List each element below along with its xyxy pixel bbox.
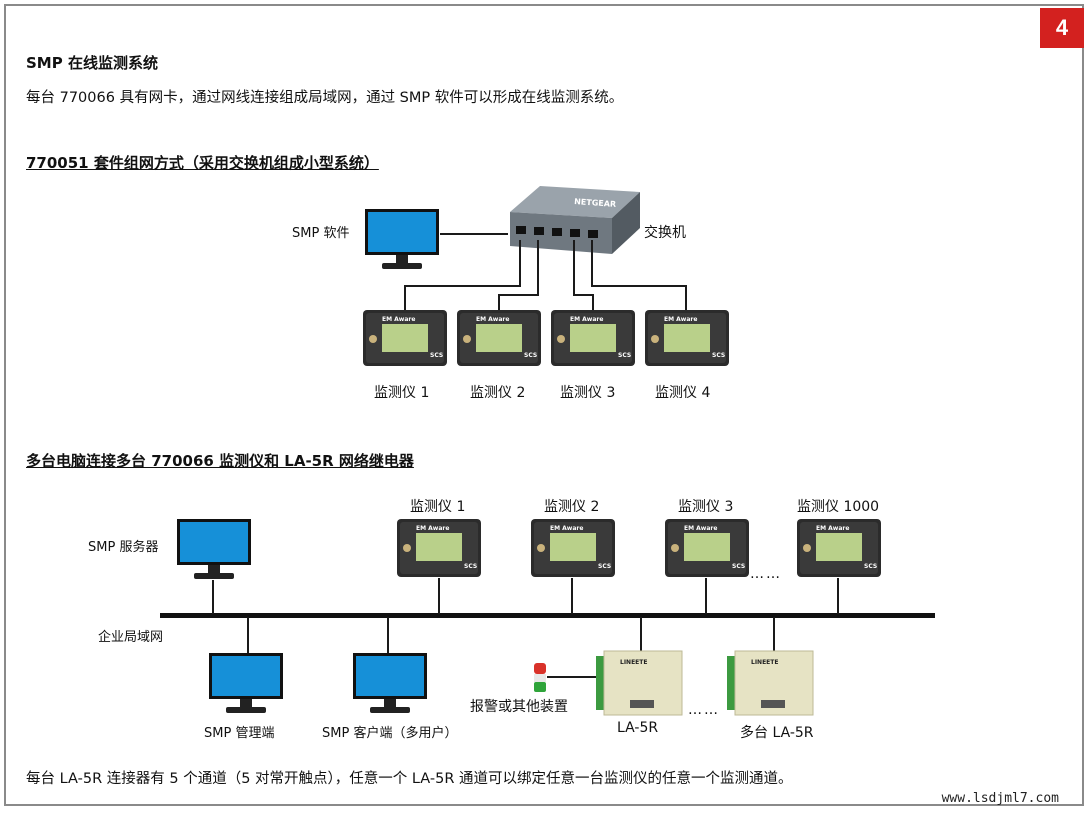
section1-title: SMP 在线监测系统 xyxy=(26,54,158,72)
smp-manager-monitor-icon xyxy=(209,653,283,713)
svg-text:EM Aware: EM Aware xyxy=(664,316,697,323)
svg-text:LINEETE: LINEETE xyxy=(620,659,647,666)
footer-text: 每台 LA-5R 连接器有 5 个通道（5 对常开触点），任意一个 LA-5R … xyxy=(26,771,793,787)
alarm-light-icon xyxy=(534,663,546,692)
svg-text:EM Aware: EM Aware xyxy=(816,525,849,532)
monitor-label-3: 监测仪 3 xyxy=(560,385,616,401)
la-5r-relay-multi: LINEETE xyxy=(727,650,814,716)
section1-text: 每台 770066 具有网卡，通过网线连接组成局域网，通过 SMP 软件可以形成… xyxy=(26,90,624,106)
svg-text:EM Aware: EM Aware xyxy=(550,525,583,532)
svg-text:EM Aware: EM Aware xyxy=(382,316,415,323)
monitor-label-4: 监测仪 4 xyxy=(655,385,711,401)
em-aware-device-4: EM Aware SCS xyxy=(645,310,729,366)
wire-pc-switch xyxy=(440,233,508,235)
svg-text:LINEETE: LINEETE xyxy=(751,659,778,666)
switch-label: 交换机 xyxy=(644,225,686,241)
svg-text:SCS: SCS xyxy=(524,352,537,359)
smp-client-label: SMP 客户端（多用户） xyxy=(322,726,458,741)
s3-monitor-label-1: 监测仪 1 xyxy=(410,499,466,515)
monitor-label-1: 监测仪 1 xyxy=(374,385,430,401)
svg-text:EM Aware: EM Aware xyxy=(684,525,717,532)
smp-client-monitor-icon xyxy=(353,653,427,713)
monitor-label-2: 监测仪 2 xyxy=(470,385,526,401)
smp-server-monitor-icon xyxy=(177,519,251,579)
multi-relay-label: 多台 LA-5R xyxy=(740,725,814,741)
section3-title: 多台电脑连接多台 770066 监测仪和 LA-5R 网络继电器 xyxy=(26,452,414,470)
svg-text:SCS: SCS xyxy=(464,563,477,570)
s3-em-aware-device-2: EM Aware SCS xyxy=(531,519,615,577)
relay-ellipsis: …… xyxy=(688,702,720,718)
em-aware-device-1: EM Aware SCS xyxy=(363,310,447,366)
s3-em-aware-device-1: EM Aware SCS xyxy=(397,519,481,577)
network-switch-icon: NETGEAR xyxy=(510,186,640,254)
em-aware-device-2: EM Aware SCS xyxy=(457,310,541,366)
relay-label: LA-5R xyxy=(617,720,659,736)
s3-monitor-label-1000: 监测仪 1000 xyxy=(797,499,880,515)
smp-server-label: SMP 服务器 xyxy=(88,540,159,555)
svg-text:EM Aware: EM Aware xyxy=(570,316,603,323)
smp-software-monitor-icon xyxy=(365,209,439,269)
smp-manager-label: SMP 管理端 xyxy=(204,726,275,741)
monitor-ellipsis: …… xyxy=(750,566,782,582)
svg-text:EM Aware: EM Aware xyxy=(476,316,509,323)
watermark: www.lsdjml7.com xyxy=(941,791,1059,806)
wire-alarm-relay xyxy=(547,676,599,678)
svg-text:SCS: SCS xyxy=(618,352,631,359)
la-5r-relay-1: LINEETE xyxy=(596,650,683,716)
svg-text:SCS: SCS xyxy=(864,563,877,570)
page-number-badge: 4 xyxy=(1040,8,1084,48)
svg-text:SCS: SCS xyxy=(598,563,611,570)
svg-text:SCS: SCS xyxy=(430,352,443,359)
s3-em-aware-device-1000: EM Aware SCS xyxy=(797,519,881,577)
em-aware-device-3: EM Aware SCS xyxy=(551,310,635,366)
page-frame xyxy=(4,4,1084,806)
alarm-label: 报警或其他装置 xyxy=(470,699,568,715)
s3-em-aware-device-3: EM Aware SCS xyxy=(665,519,749,577)
svg-text:EM Aware: EM Aware xyxy=(416,525,449,532)
svg-text:SCS: SCS xyxy=(732,563,745,570)
s3-monitor-label-2: 监测仪 2 xyxy=(544,499,600,515)
smp-software-label: SMP 软件 xyxy=(292,226,350,241)
lan-bus-line xyxy=(160,613,935,618)
section2-title: 770051 套件组网方式（采用交换机组成小型系统） xyxy=(26,154,379,172)
switch-brand-label: NETGEAR xyxy=(574,197,617,209)
svg-text:SCS: SCS xyxy=(712,352,725,359)
s3-monitor-label-3: 监测仪 3 xyxy=(678,499,734,515)
lan-label: 企业局域网 xyxy=(98,630,164,645)
